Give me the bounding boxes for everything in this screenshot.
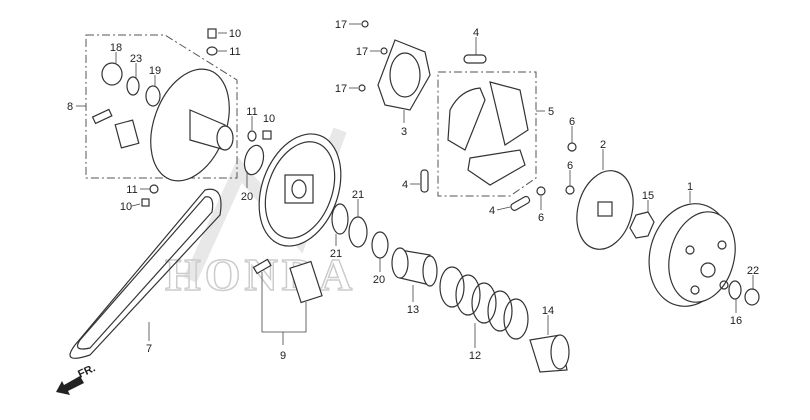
- callout-16: 16: [730, 315, 742, 327]
- spring-4-right: [510, 195, 531, 211]
- callout-4: 4: [402, 179, 408, 191]
- callout-7: 7: [146, 343, 152, 355]
- clip-17: [358, 20, 388, 92]
- callout-1: 1: [687, 181, 693, 193]
- callout-23: 23: [130, 53, 142, 65]
- drive-plate-2: [576, 170, 634, 250]
- slider-piece: [91, 108, 113, 125]
- washer-11-top: [206, 46, 218, 56]
- callout-12: 12: [469, 350, 481, 362]
- callout-5: 5: [548, 106, 554, 118]
- pin-piece: [252, 258, 272, 275]
- callout-20: 20: [241, 191, 253, 203]
- driven-face: [258, 133, 342, 247]
- callout-13: 13: [407, 304, 419, 316]
- callout-19: 19: [149, 65, 161, 77]
- callout-4: 4: [489, 205, 495, 217]
- callout-21: 21: [330, 248, 342, 260]
- callout-17: 17: [356, 46, 368, 58]
- seal-20: [243, 144, 265, 176]
- clutch-shoes: [447, 81, 529, 186]
- callout-3: 3: [401, 126, 407, 138]
- pins-6: [536, 142, 577, 196]
- drive-face: [150, 68, 234, 182]
- callout-6: 6: [569, 116, 575, 128]
- nut-11: [247, 130, 257, 142]
- washer-16: [728, 280, 742, 300]
- bearing-19: [145, 85, 161, 107]
- spring-4-left: [420, 169, 429, 193]
- callout-6: 6: [567, 160, 573, 172]
- drive-belt: [69, 188, 222, 359]
- callout-8: 8: [67, 101, 73, 113]
- plate-3: [377, 39, 431, 111]
- callout-6: 6: [538, 212, 544, 224]
- roller-18: [101, 62, 123, 86]
- assembly-8-outline: [85, 34, 238, 179]
- callout-17: 17: [335, 19, 347, 31]
- rings-21: [331, 203, 368, 248]
- seal-20-lower: [371, 231, 389, 259]
- nut-15: [629, 211, 655, 239]
- bolt-10-top: [207, 28, 217, 39]
- callout-10: 10: [120, 201, 132, 213]
- callout-15: 15: [642, 190, 654, 202]
- svg-text:FR.: FR.: [76, 362, 97, 380]
- callout-14: 14: [542, 305, 554, 317]
- label-card: [114, 119, 140, 149]
- bolt-10: [262, 130, 272, 140]
- callout-10: 10: [229, 28, 241, 40]
- callout-11: 11: [229, 46, 240, 58]
- callout-2: 2: [600, 139, 606, 151]
- seal-23: [126, 76, 140, 96]
- callout-labels: 10 11 18 23 19 8 11 10 20 11 10 17 17 17…: [67, 19, 759, 362]
- clutch-outer-1: [648, 203, 736, 307]
- label-card-9: [289, 260, 323, 304]
- callout-11: 11: [126, 184, 137, 196]
- collar-13: [391, 247, 438, 287]
- callout-21: 21: [352, 189, 364, 201]
- callout-17: 17: [335, 83, 347, 95]
- callout-20: 20: [373, 274, 385, 286]
- spring-4-top: [463, 54, 487, 64]
- callout-18: 18: [110, 42, 122, 54]
- spring-12: [439, 266, 529, 340]
- leader-lines: [76, 23, 754, 348]
- callout-11: 11: [246, 106, 257, 118]
- callout-9: 9: [280, 350, 286, 362]
- callout-10: 10: [263, 113, 275, 125]
- callout-4: 4: [473, 27, 479, 39]
- callout-22: 22: [747, 265, 759, 277]
- assembly-5-outline: [437, 71, 537, 197]
- front-direction-arrow: FR.: [56, 362, 97, 395]
- bolt-10-lower: [141, 184, 159, 207]
- svg-text:HONDA: HONDA: [165, 249, 356, 300]
- nut-22: [744, 288, 760, 306]
- collar-14: [529, 334, 570, 373]
